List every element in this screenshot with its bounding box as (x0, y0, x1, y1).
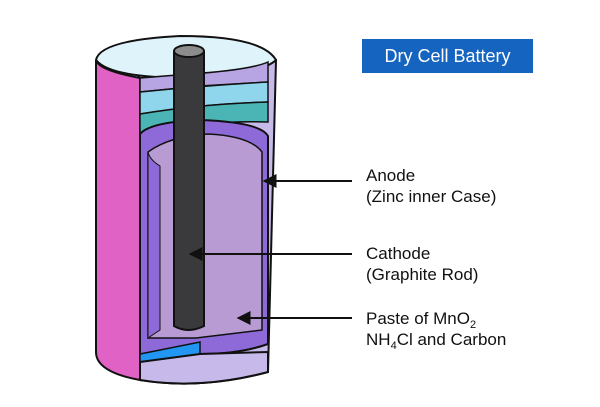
cathode-label-line1: Cathode (366, 244, 431, 263)
paste-label-line2-subscript: 4 (390, 340, 397, 352)
graphite-rod-cap (173, 44, 205, 58)
anode-label-line2: (Zinc inner Case) (366, 187, 497, 206)
anode-label-line1: Anode (366, 166, 416, 185)
outer-casing (95, 59, 141, 382)
anode-label: Anode (Zinc inner Case) (366, 165, 496, 207)
paste-label-line2: NH4Cl and Carbon (366, 329, 507, 352)
bottom-rim (139, 350, 269, 385)
paste-label-line1-text: Paste of MnO (366, 309, 470, 328)
paste-label-line1-subscript: 2 (469, 319, 477, 331)
paste-label-line2-suffix: Cl and Carbon (396, 330, 507, 349)
paste-inner-wall (147, 151, 161, 339)
paste-label-line1: Paste of MnO2 (366, 308, 506, 331)
diagram-title: Dry Cell Battery (362, 39, 533, 73)
cathode-label: Cathode (Graphite Rod) (366, 243, 478, 285)
graphite-rod (173, 51, 205, 331)
paste-label-line2-prefix: NH (366, 330, 391, 349)
paste-label: Paste of MnO2 NH4Cl and Carbon (366, 308, 507, 352)
cathode-label-line2: (Graphite Rod) (366, 265, 479, 284)
